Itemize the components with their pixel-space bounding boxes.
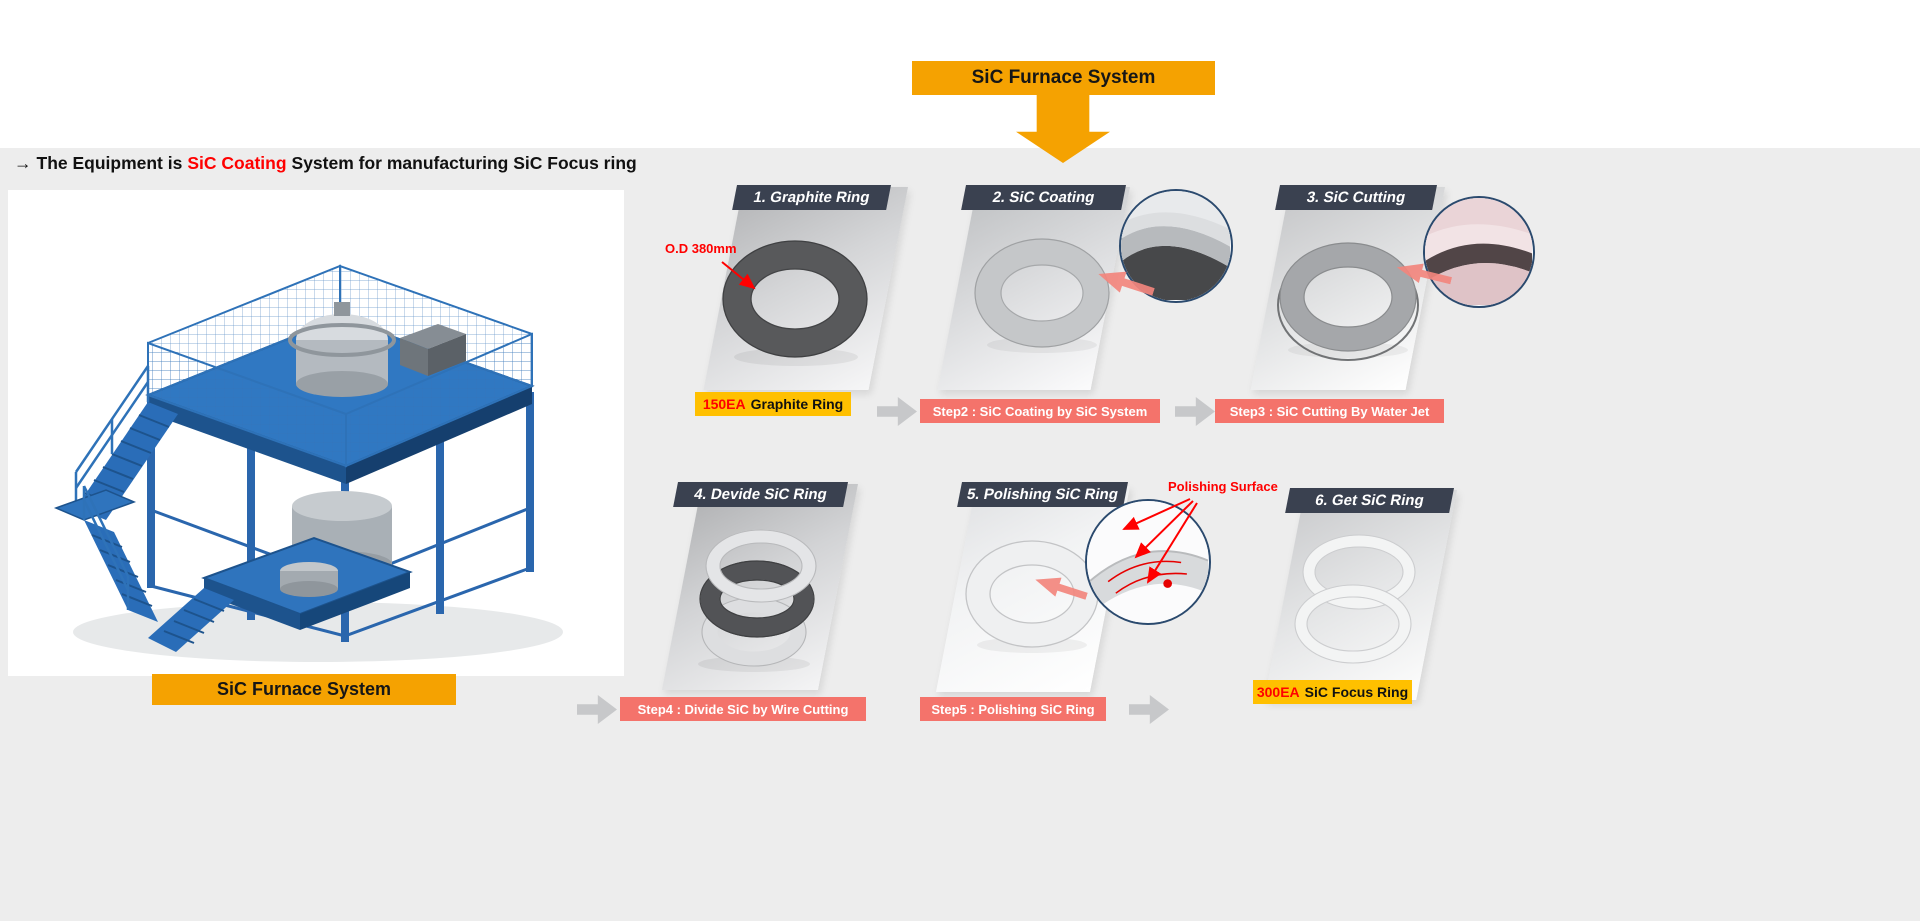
machine-panel xyxy=(8,190,624,676)
step4-badge: Step4 : Divide SiC by Wire Cutting xyxy=(620,697,866,721)
step1-badge-qty: 150EA xyxy=(702,396,746,412)
top-banner: SiC Furnace System xyxy=(912,61,1215,95)
step4-title-bar: 4. Devide SiC Ring xyxy=(673,482,848,507)
polishing-note-label: Polishing Surface xyxy=(1168,479,1278,494)
step3-title: 3. SiC Cutting xyxy=(1305,189,1407,206)
step2-plate xyxy=(937,187,1130,390)
step5-title-bar: 5. Polishing SiC Ring xyxy=(957,482,1128,507)
od-note: O.D 380mm xyxy=(665,241,737,256)
headline-post: System for manufacturing SiC Focus ring xyxy=(291,153,637,173)
step3-title-bar: 3. SiC Cutting xyxy=(1275,185,1437,210)
step4-badge-label: Step4 : Divide SiC by Wire Cutting xyxy=(637,701,849,717)
headline-arrow-glyph: → xyxy=(14,153,32,173)
step5-badge-label: Step5 : Polishing SiC Ring xyxy=(931,701,1095,717)
step1-badge-label: Graphite Ring xyxy=(750,396,844,412)
step5-badge: Step5 : Polishing SiC Ring xyxy=(920,697,1106,721)
step2-badge-label: Step2 : SiC Coating by SiC System xyxy=(932,403,1148,419)
step2-title: 2. SiC Coating xyxy=(991,189,1097,206)
step6-badge-label: SiC Focus Ring xyxy=(1304,684,1409,700)
step4-title: 4. Devide SiC Ring xyxy=(692,486,829,503)
machine-illustration xyxy=(53,264,563,662)
machine-caption-banner: SiC Furnace System xyxy=(152,674,456,705)
cutting-zoom-inset xyxy=(1423,196,1535,308)
step3-badge-label: Step3 : SiC Cutting By Water Jet xyxy=(1229,403,1430,419)
step2-title-bar: 2. SiC Coating xyxy=(961,185,1126,210)
polishing-zoom-inset xyxy=(1085,499,1211,625)
cutting-zoom-content xyxy=(1425,198,1532,305)
step1-title: 1. Graphite Ring xyxy=(751,189,872,206)
headline-highlight: SiC Coating xyxy=(187,153,287,173)
step3-plate xyxy=(1250,187,1445,390)
step2-badge: Step2 : SiC Coating by SiC System xyxy=(920,399,1160,423)
polishing-zoom-content xyxy=(1087,501,1209,622)
step1-badge: 150EA Graphite Ring xyxy=(695,392,851,416)
headline-pre: The Equipment is xyxy=(36,153,183,173)
step-card-1: 1. Graphite Ring O.D 380mm xyxy=(660,185,920,400)
step1-plate xyxy=(703,187,908,390)
top-banner-label: SiC Furnace System xyxy=(971,67,1156,88)
step5-title: 5. Polishing SiC Ring xyxy=(965,486,1120,503)
step-card-4: 4. Devide SiC Ring xyxy=(620,482,900,697)
step-card-6: 6. Get SiC Ring xyxy=(1253,488,1553,708)
coating-zoom-inset xyxy=(1119,189,1233,303)
step6-title-bar: 6. Get SiC Ring xyxy=(1285,488,1454,513)
step6-badge: 300EA SiC Focus Ring xyxy=(1253,680,1412,704)
headline: → The Equipment is SiC Coating System fo… xyxy=(14,153,637,174)
od-note-label: O.D 380mm xyxy=(665,241,737,256)
step4-plate xyxy=(661,484,858,690)
step3-badge: Step3 : SiC Cutting By Water Jet xyxy=(1215,399,1444,423)
step6-badge-qty: 300EA xyxy=(1256,684,1300,700)
machine-caption-label: SiC Furnace System xyxy=(216,679,392,699)
step6-plate xyxy=(1264,490,1457,700)
polishing-note: Polishing Surface xyxy=(1168,479,1278,494)
step6-title: 6. Get SiC Ring xyxy=(1313,492,1426,509)
step1-title-bar: 1. Graphite Ring xyxy=(732,185,891,210)
coating-zoom-content xyxy=(1121,191,1230,300)
